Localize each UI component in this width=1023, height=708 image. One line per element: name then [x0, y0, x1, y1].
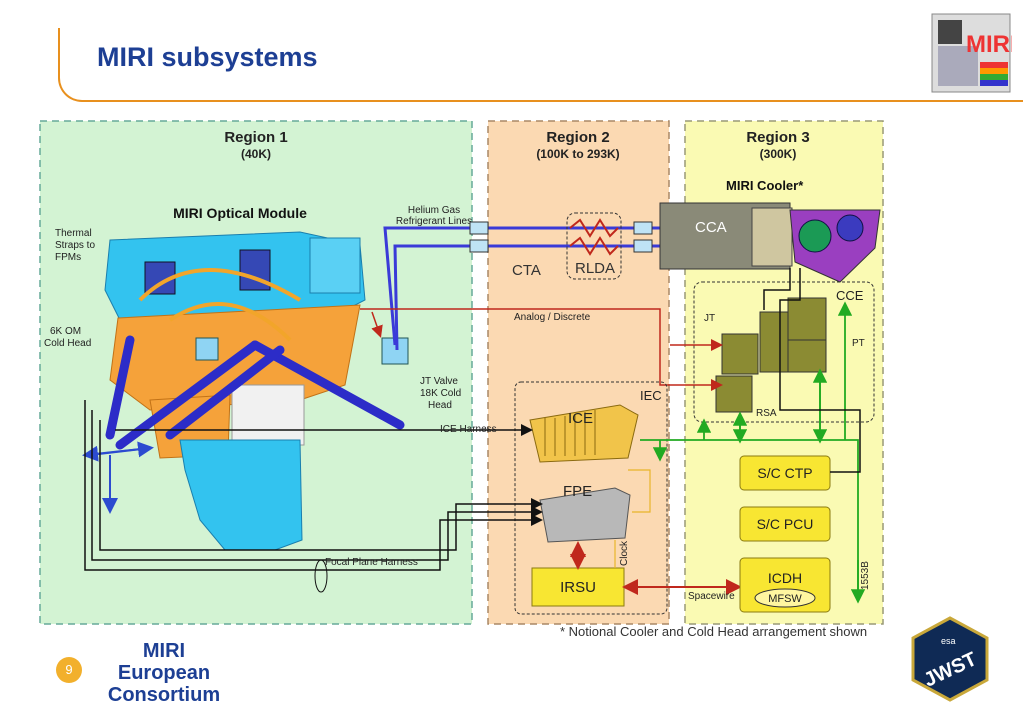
region-1-temp: (40K)	[241, 147, 271, 161]
cce-label: CCE	[836, 288, 864, 303]
irsu-block	[531, 567, 625, 607]
optical-module-label: MIRI Optical Module	[173, 205, 307, 221]
consortium-name: MIRI European Consortium	[98, 640, 230, 706]
analog-label: Analog / Discrete	[514, 312, 591, 323]
sc-pcu-box	[739, 506, 831, 542]
page-number: 9	[56, 657, 82, 683]
focal-plane-harness-label: Focal Plane Harness	[325, 557, 418, 568]
ice-harness-label: ICE Harness	[440, 424, 497, 435]
pt-label: PT	[852, 338, 865, 349]
region-1-name: Region 1	[224, 129, 287, 146]
fpe-label: FPE	[563, 483, 592, 500]
jt-label: JT	[704, 313, 715, 324]
region-3-temp: (300K)	[760, 147, 797, 161]
jt-valve-label-2: 18K Cold	[420, 388, 461, 399]
miri-logo: MIRI	[931, 13, 1012, 93]
iec-group	[514, 381, 668, 615]
rsa-label: RSA	[756, 408, 777, 419]
cold-head-label-2: Cold Head	[44, 338, 91, 349]
thermal-straps-label-2: Straps to	[55, 240, 95, 251]
page-title: MIRI subsystems	[97, 42, 318, 72]
rlda-label: RLDA	[575, 260, 615, 277]
footnote: * Notional Cooler and Cold Head arrangem…	[560, 624, 868, 639]
sc-ctp-box	[739, 455, 831, 491]
miri-logo-text: MIRI	[966, 31, 1012, 58]
cold-head-label-1: 6K OM	[50, 326, 81, 337]
irsu-label: IRSU	[560, 579, 596, 596]
jwst-logo: esa JWST	[911, 616, 989, 702]
region-2-temp: (100K to 293K)	[536, 147, 619, 161]
region-2-name: Region 2	[546, 129, 609, 146]
helium-label-2: Refrigerant Lines	[396, 216, 472, 227]
sc-ctp-label: S/C CTP	[757, 465, 812, 481]
icdh-label: ICDH	[768, 570, 802, 586]
miri-cooler-label: MIRI Cooler*	[726, 178, 804, 193]
thermal-straps-label-1: Thermal	[55, 228, 92, 239]
helium-label-1: Helium Gas	[408, 205, 460, 216]
consortium-line-1: MIRI European	[117, 640, 211, 684]
cca-label: CCA	[695, 219, 727, 236]
mfsw-label: MFSW	[768, 593, 802, 605]
consortium-line-2: Consortium	[107, 684, 221, 706]
clock-label: Clock	[619, 540, 630, 566]
jt-valve-label-1: JT Valve	[420, 376, 458, 387]
thermal-straps-label-3: FPMs	[55, 252, 81, 263]
iec-label: IEC	[640, 388, 662, 403]
optical-module-illustration	[82, 231, 409, 551]
spacewire-label: Spacewire	[688, 591, 735, 602]
ice-label: ICE	[568, 410, 593, 427]
title-rule	[58, 28, 1023, 102]
jt-valve-label-3: Head	[428, 400, 452, 411]
bus-1553b-label: 1553B	[860, 561, 871, 590]
esa-text: esa	[941, 636, 956, 646]
cta-label: CTA	[512, 262, 541, 279]
region-3-name: Region 3	[746, 129, 809, 146]
cce-group	[693, 281, 875, 423]
sc-pcu-label: S/C PCU	[757, 516, 814, 532]
